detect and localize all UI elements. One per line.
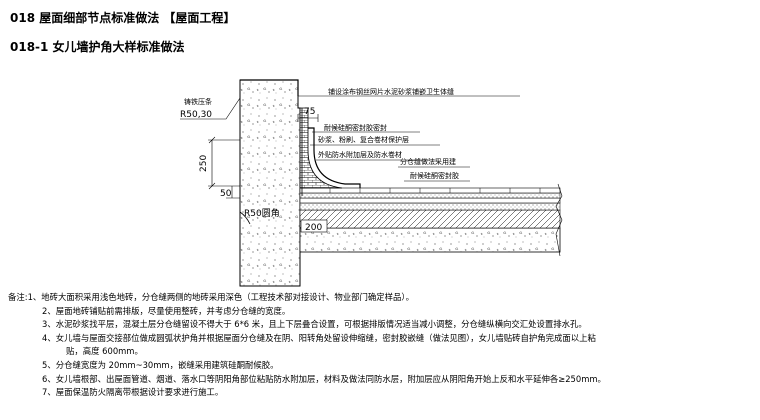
notes-line-4: 4、女儿墙与屋面交接部位做成圆弧状护角并根据屋面分仓缝及在阴、阳转角处留设伸缩缝… [42, 332, 596, 343]
notes-line-1: 备注:1、地砖大面积采用浅色地砖，分仓缝两侧的地砖采用深色（工程技术部对接设计、… [8, 292, 414, 302]
joint-note: 分仓缝做法采用建 [400, 157, 456, 166]
dim-50-text: 50 [220, 189, 232, 199]
weathering-note: 耐候硅酮密封胶密封 [324, 123, 387, 132]
mortar-note: 砂浆、粉刷、复合卷材保护层 [318, 135, 409, 144]
waterproof-note: 外贴防水附加层及防水卷材 [318, 150, 402, 159]
parapet-wall [239, 79, 301, 287]
notes-line-2: 2、屋面地砖铺贴前需排版，尽量使用整砖，并考虑分仓缝的宽度。 [42, 305, 291, 316]
break-line-right [555, 183, 563, 257]
screed-layer [299, 202, 561, 211]
notes-line-7: 7、屋面保温防火隔离带根据设计要求进行施工。 [42, 387, 224, 398]
notes-line-5: 5、分仓缝宽度为 20mm~30mm，嵌缝采用建筑硅酮耐候胶。 [42, 359, 279, 370]
sealant-note: 耐候硅酮密封胶 [410, 171, 459, 180]
dim-200-box [300, 219, 328, 233]
dim-50-line [226, 186, 240, 199]
dim-250-line [208, 136, 240, 190]
notes-line-3: 3、水泥砂浆找平层，混凝土层分仓缝留设不得大于 6*6 米，且上下层叠合设置，可… [42, 319, 587, 330]
fillet-outline [308, 127, 361, 188]
waterproof-layer [299, 197, 561, 204]
dim-75-line [297, 114, 319, 122]
notes-label: 备注: [8, 292, 28, 302]
r50-fillet [239, 211, 251, 225]
subsection-title: 018-1 女儿墙护角大样标准做法 [10, 40, 185, 54]
protective-layer [299, 192, 561, 199]
top-note: 铺设涂布钢丝网片水泥砂浆铺嵌卫生体缝 [328, 87, 454, 96]
coping-dims: R50,30 [180, 110, 212, 120]
floor-tile-layer [299, 187, 561, 194]
dim-250-text: 250 [199, 155, 209, 172]
r50-label: R50圆角 [244, 207, 280, 219]
notes-block: 备注:1、地砖大面积采用浅色地砖，分仓缝两侧的地砖采用深色（工程技术部对接设计、… [8, 291, 758, 400]
coping-leader [180, 97, 241, 120]
notes-line-4-cont: 贴，高度 600mm。 [66, 346, 143, 357]
roof-slab [299, 227, 561, 253]
coping-cap [240, 79, 299, 96]
section-title: 018 屋面细部节点标准做法 【屋面工程】 [10, 11, 236, 25]
parapet-detail-drawing: 250 50 75 200 铸铁压条 R50,30 R50圆角 铺设涂布钢丝网片… [180, 79, 563, 287]
tile-joints [329, 188, 541, 193]
dim-75-text: 75 [304, 107, 315, 117]
insulation-layer [299, 209, 561, 229]
notes-line-6: 6、女儿墙根部、出屋面管道、烟道、落水口等阴阳角部位粘贴防水附加层，材料及做法同… [42, 373, 606, 384]
brick-corner-protection [299, 107, 343, 189]
coping-label: 铸铁压条 [184, 97, 212, 106]
dim-200-text: 200 [305, 223, 322, 233]
